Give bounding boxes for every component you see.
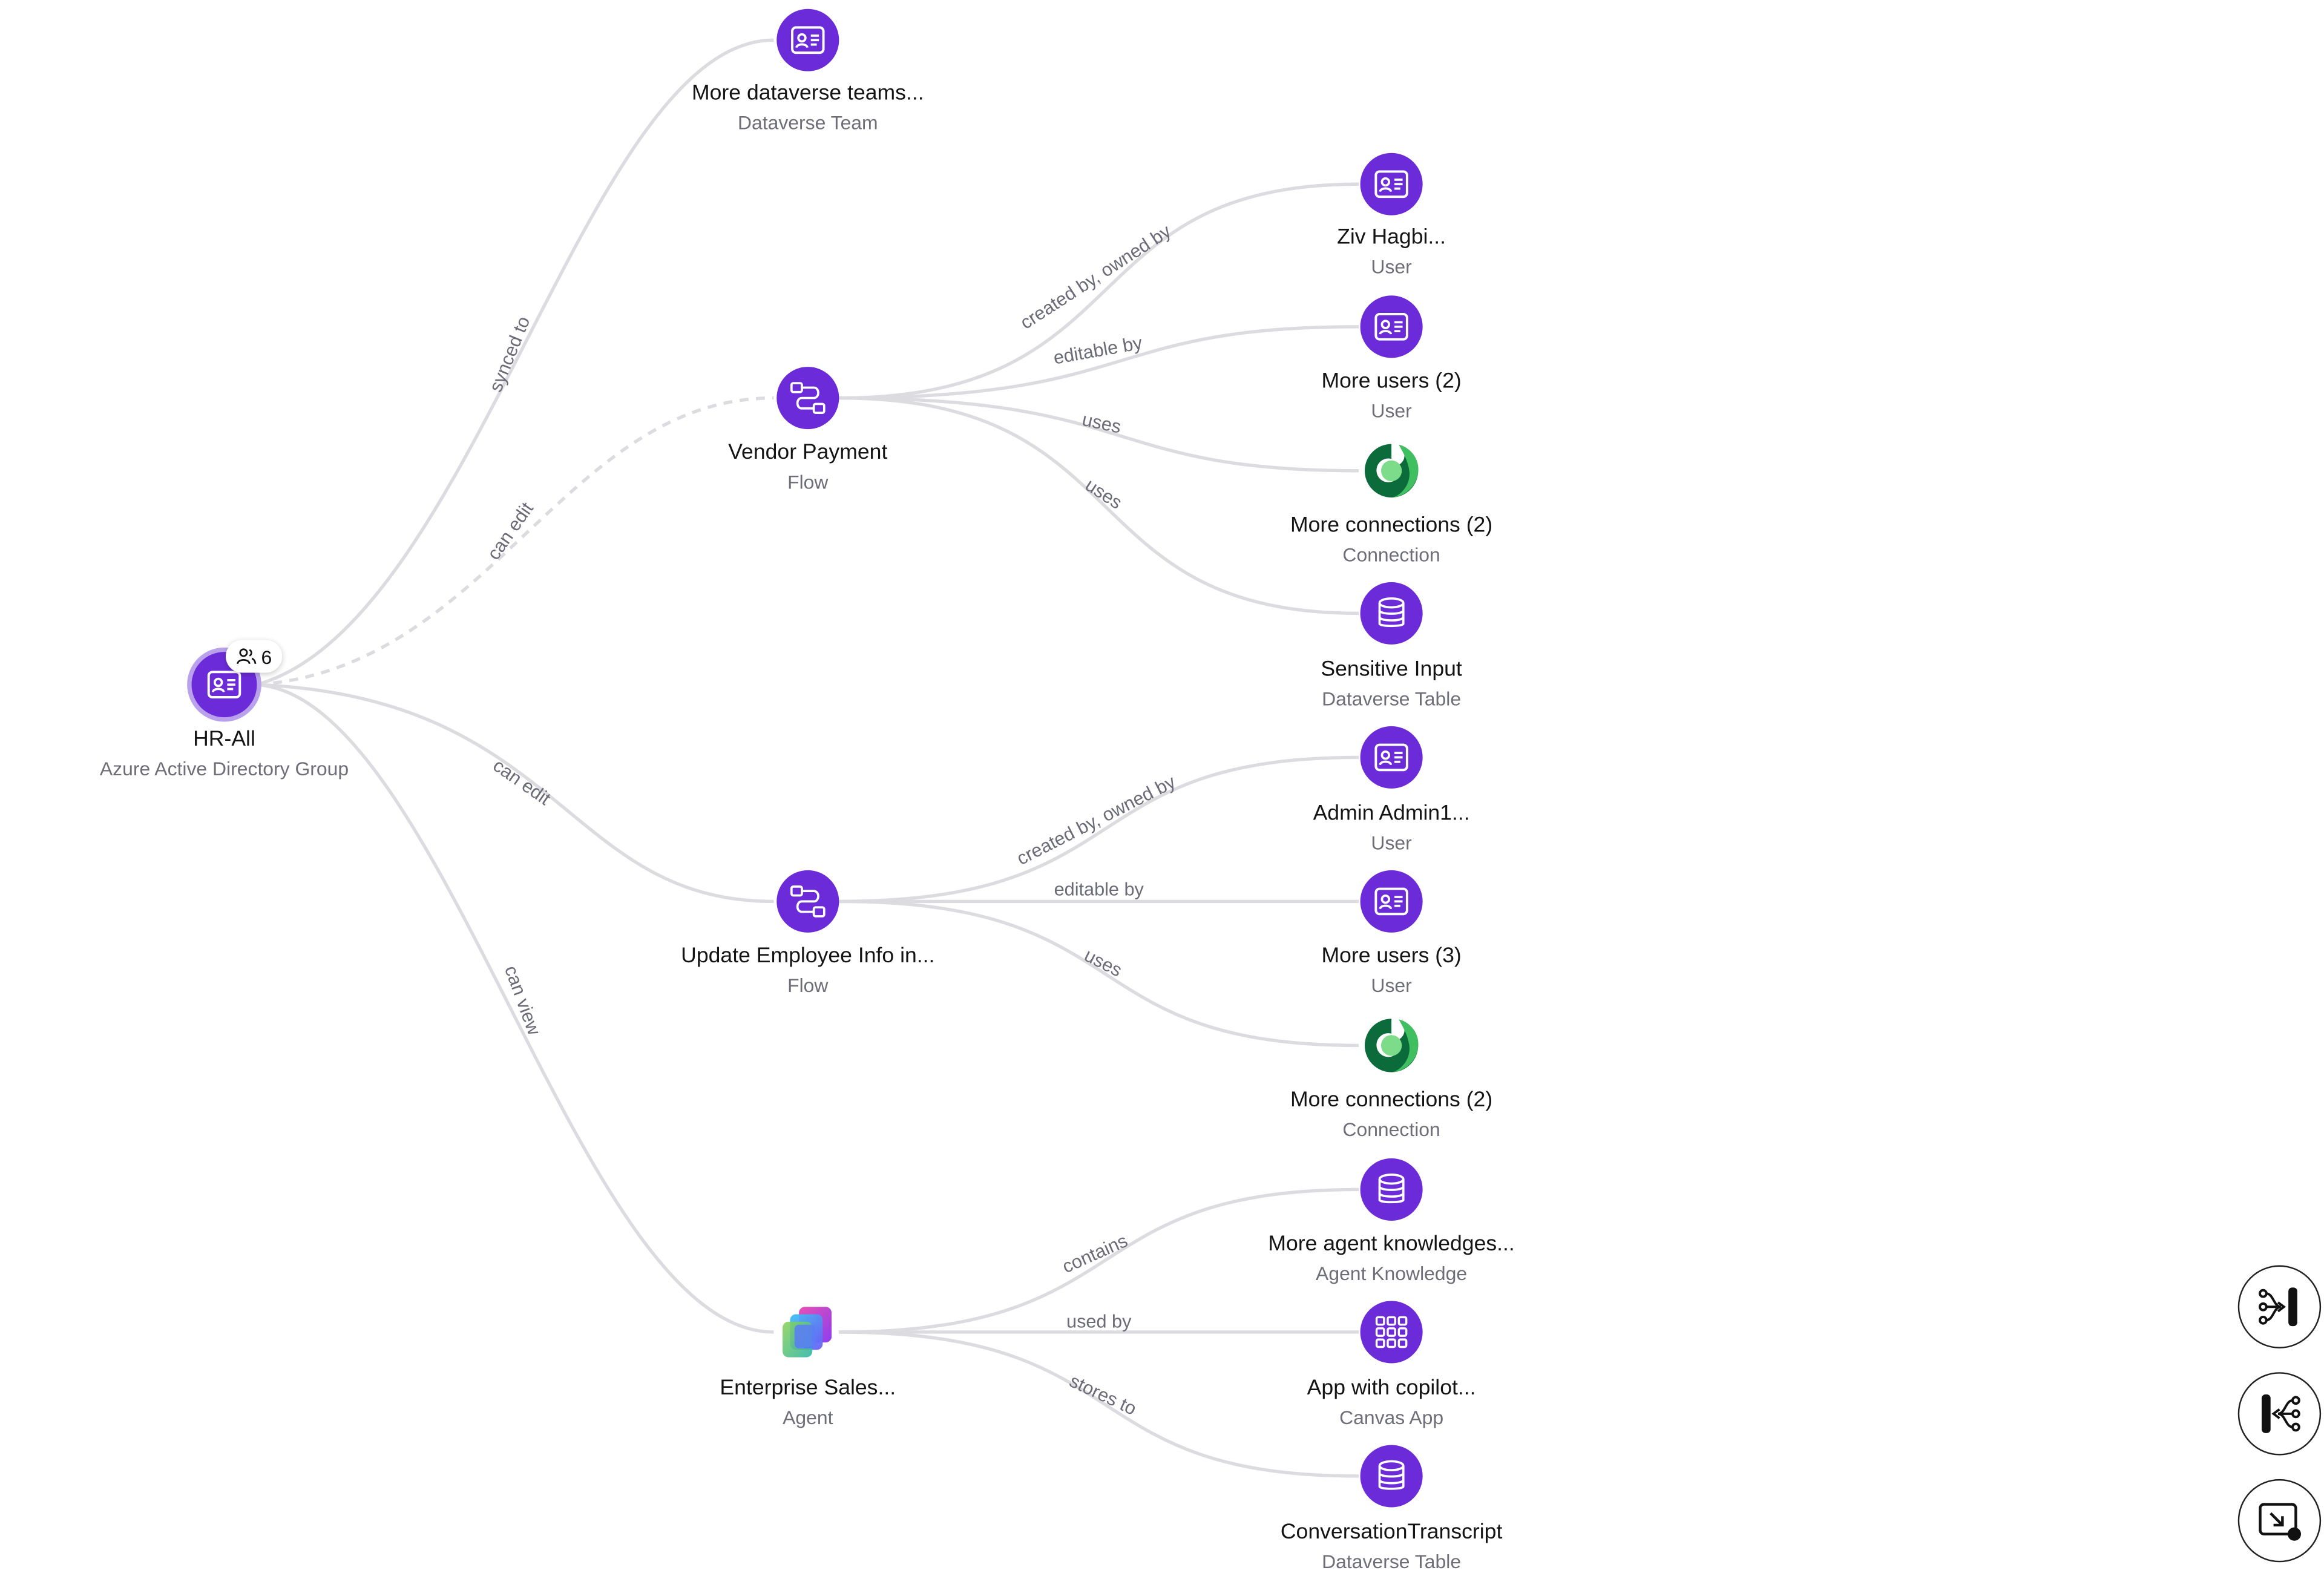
people-icon (236, 648, 257, 665)
id-card-icon[interactable] (1360, 870, 1423, 933)
node-more-dataverse-teams[interactable]: More dataverse teams... Dataverse Team (645, 82, 971, 134)
node-label: Vendor Payment (728, 441, 888, 465)
node-type: User (1371, 832, 1412, 854)
id-card-icon[interactable] (776, 8, 839, 71)
id-card-icon[interactable] (1360, 295, 1423, 358)
layout-right-icon (2259, 1287, 2297, 1327)
edge-can-edit-update (257, 683, 774, 904)
node-type: Azure Active Directory Group (99, 757, 349, 780)
edge-created-owned-a (839, 182, 1359, 400)
id-card-icon[interactable] (1360, 726, 1423, 789)
edge-label-editable-by-b: editable by (1054, 879, 1144, 900)
node-label: More dataverse teams... (692, 81, 924, 106)
node-label: Ziv Hagbi... (1337, 225, 1446, 250)
layout-tree-icon (2261, 1394, 2300, 1433)
edge-label-uses-a2: uses (1082, 474, 1126, 513)
edge-created-owned-b (839, 755, 1359, 904)
node-label: More users (2) (1321, 369, 1462, 394)
edge-label-uses-b: uses (1081, 945, 1125, 981)
node-label: More agent knowledges... (1268, 1232, 1515, 1256)
node-type: User (1371, 399, 1412, 422)
member-count-badge[interactable]: 6 (225, 640, 283, 673)
dataverse-connection-icon[interactable] (1361, 439, 1423, 502)
node-type: Canvas App (1339, 1406, 1444, 1429)
edge-stores-to (839, 1330, 1359, 1478)
node-ziv-hagbi[interactable]: Ziv Hagbi... User (1228, 226, 1555, 278)
node-more-agent-knowledges[interactable]: More agent knowledges... Agent Knowledge (1228, 1233, 1555, 1285)
node-label: More connections (2) (1290, 1088, 1493, 1112)
node-admin-admin1[interactable]: Admin Admin1... User (1228, 802, 1555, 854)
edge-label-can-edit-b: can edit (489, 755, 554, 810)
edge-can-edit-vendor (257, 396, 774, 686)
dataverse-connection-icon[interactable] (1361, 1014, 1423, 1077)
node-type: Flow (787, 470, 829, 493)
node-type: Dataverse Team (737, 111, 878, 134)
node-update-employee-info[interactable]: Update Employee Info in... Flow (645, 945, 971, 997)
node-label: Enterprise Sales... (720, 1376, 896, 1400)
node-label: HR-All (193, 727, 255, 752)
copilot-agent-icon[interactable] (776, 1301, 839, 1363)
node-conversation-transcript[interactable]: ConversationTranscript Dataverse Table (1228, 1521, 1555, 1573)
layout-right-button[interactable] (2237, 1265, 2322, 1348)
node-type: Agent (783, 1406, 833, 1429)
node-more-connections-b[interactable]: More connections (2) Connection (1228, 1089, 1555, 1141)
edge-label-synced-to: synced to (485, 314, 534, 395)
grid-app-icon[interactable] (1360, 1301, 1423, 1364)
database-icon[interactable] (1360, 1445, 1423, 1508)
node-label: Update Employee Info in... (681, 944, 935, 968)
edge-label-created-owned-a: created by, owned by (1017, 220, 1175, 333)
node-hr-all[interactable]: HR-All Azure Active Directory Group (61, 727, 388, 780)
edge-uses-a1 (839, 396, 1359, 473)
node-type: User (1371, 255, 1412, 278)
edge-label-stores-to: stores to (1066, 1371, 1140, 1420)
edge-editable-by-a (839, 325, 1359, 400)
node-label: Admin Admin1... (1313, 801, 1470, 826)
node-enterprise-sales[interactable]: Enterprise Sales... Agent (645, 1377, 971, 1429)
node-type: Dataverse Table (1322, 1550, 1462, 1573)
edge-label-can-edit-a: can edit (484, 498, 538, 563)
node-label: ConversationTranscript (1280, 1520, 1503, 1545)
layout-tree-button[interactable] (2237, 1372, 2322, 1456)
fit-view-icon (2259, 1503, 2302, 1541)
node-sensitive-input[interactable]: Sensitive Input Dataverse Table (1228, 658, 1555, 710)
node-app-with-copilot[interactable]: App with copilot... Canvas App (1228, 1377, 1555, 1429)
node-type: Connection (1342, 543, 1440, 566)
node-type: Dataverse Table (1322, 688, 1462, 710)
flow-icon[interactable] (776, 870, 839, 933)
database-icon[interactable] (1360, 582, 1423, 645)
node-type: Flow (787, 974, 829, 997)
node-label: Sensitive Input (1321, 657, 1462, 682)
node-type: Agent Knowledge (1316, 1262, 1468, 1285)
edge-label-uses-a1: uses (1080, 409, 1123, 438)
node-vendor-payment[interactable]: Vendor Payment Flow (645, 441, 971, 493)
edge-label-used-by: used by (1066, 1312, 1132, 1332)
id-card-icon[interactable] (1360, 153, 1423, 215)
edge-synced-to (256, 38, 774, 686)
database-icon[interactable] (1360, 1158, 1423, 1221)
node-label: App with copilot... (1307, 1376, 1476, 1400)
edge-label-editable-by-a: editable by (1052, 332, 1144, 368)
member-count: 6 (261, 645, 272, 668)
edge-can-view (257, 683, 774, 1334)
flow-icon[interactable] (776, 367, 839, 430)
node-label: More connections (2) (1290, 513, 1493, 538)
node-type: Connection (1342, 1118, 1440, 1141)
node-more-users-3[interactable]: More users (3) User (1228, 945, 1555, 997)
edge-uses-a2 (839, 396, 1359, 616)
edge-uses-b (839, 899, 1359, 1048)
node-type: User (1371, 974, 1412, 997)
edge-label-created-owned-b: created by, owned by (1014, 771, 1180, 869)
node-more-connections-a[interactable]: More connections (2) Connection (1228, 514, 1555, 566)
fit-view-button[interactable] (2237, 1479, 2322, 1563)
node-label: More users (3) (1321, 944, 1462, 968)
edge-contains (839, 1187, 1359, 1334)
edge-label-contains: contains (1059, 1230, 1131, 1278)
node-more-users-2[interactable]: More users (2) User (1228, 370, 1555, 422)
